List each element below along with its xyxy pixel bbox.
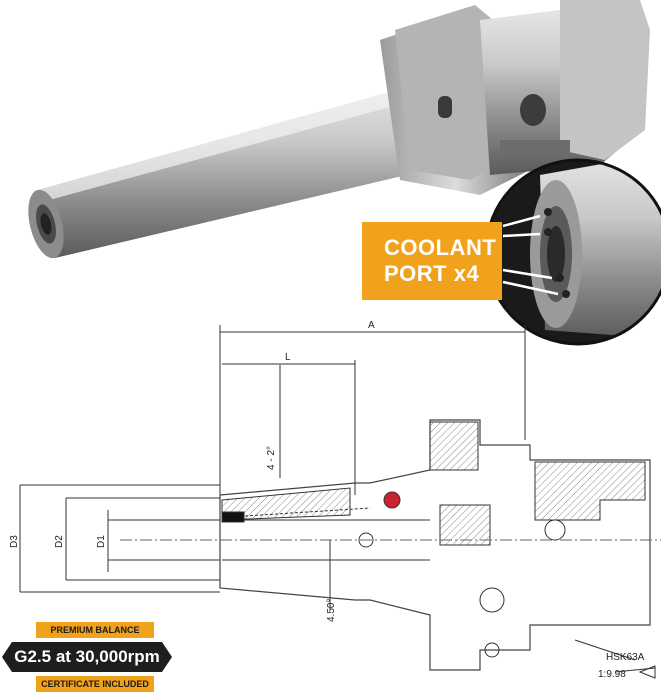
callout-line-1: COOLANT [384,235,497,260]
dim-l-label: L [285,352,291,363]
badge-bottom-label: CERTIFICATE INCLUDED [36,676,154,692]
technical-drawing [19,325,661,679]
zoom-inset [484,158,661,346]
balance-badge: PREMIUM BALANCE G2.5 at 30,000rpm CERTIF… [2,622,172,692]
badge-top-label: PREMIUM BALANCE [36,622,154,638]
holder-photo [28,0,650,259]
hsk-label: HSK63A [606,652,645,663]
dim-angle-label: 4 - 2° [266,446,277,470]
dim-d1-label: D1 [96,535,107,548]
dim-taper-label: 4.50° [326,599,337,622]
dim-a-label: A [368,320,375,331]
ratio-label: 1:9.98 [598,669,626,680]
dim-d2-label: D2 [54,535,65,548]
dim-d3-label: D3 [9,535,20,548]
coolant-callout: COOLANT PORT x4 [362,222,502,300]
callout-line-2: PORT x4 [384,261,480,286]
badge-main-label: G2.5 at 30,000rpm [2,642,172,672]
